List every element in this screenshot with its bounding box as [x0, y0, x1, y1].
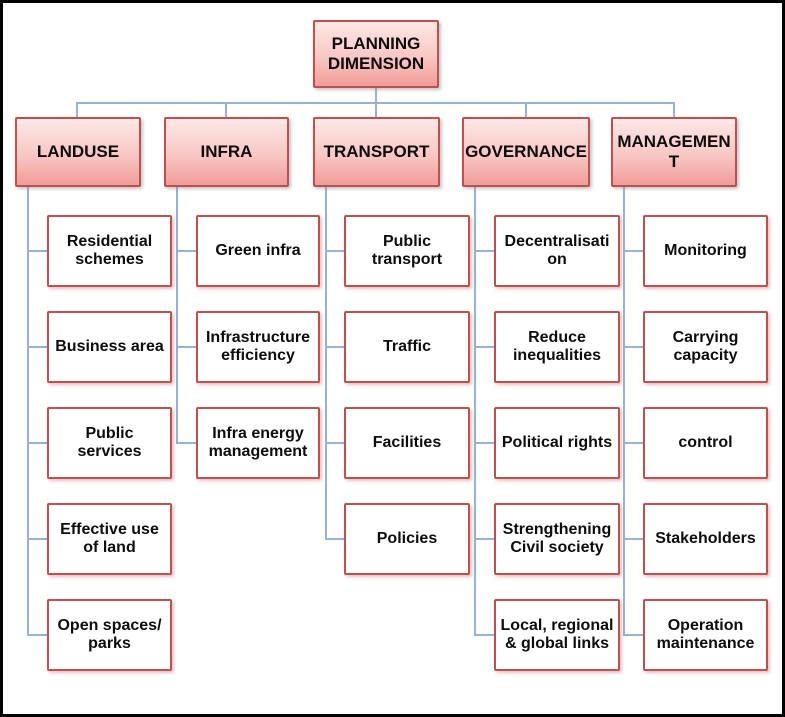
- node-green-infra: Green infra: [196, 215, 320, 287]
- node-infrastructure-efficiency: Infrastructure efficiency: [196, 311, 320, 383]
- node-business-area: Business area: [47, 311, 172, 383]
- connectors-path: [27, 87, 675, 636]
- node-local-regional-global-links: Local, regional & global links: [494, 599, 620, 671]
- node-effective-use-of-land: Effective use of land: [47, 503, 172, 575]
- node-operation-maintenance: Operation maintenance: [643, 599, 768, 671]
- node-monitoring: Monitoring: [643, 215, 768, 287]
- node-infra-energy-management: Infra energy management: [196, 407, 320, 479]
- branch-infra: INFRA: [164, 117, 289, 187]
- node-planning-dimension: PLANNING DIMENSION: [313, 20, 439, 88]
- node-traffic: Traffic: [344, 311, 470, 383]
- branch-governance: GOVERNANCE: [462, 117, 590, 187]
- branch-management: MANAGEMENT: [611, 117, 737, 187]
- node-strengthening-civil-society: Strengthening Civil society: [494, 503, 620, 575]
- node-residential-schemes: Residential schemes: [47, 215, 172, 287]
- node-political-rights: Political rights: [494, 407, 620, 479]
- node-public-services: Public services: [47, 407, 172, 479]
- node-policies: Policies: [344, 503, 470, 575]
- branch-transport: TRANSPORT: [313, 117, 440, 187]
- node-carrying-capacity: Carrying capacity: [643, 311, 768, 383]
- branch-landuse: LANDUSE: [15, 117, 141, 187]
- node-open-spaces-parks: Open spaces/ parks: [47, 599, 172, 671]
- node-reduce-inequalities: Reduce inequalities: [494, 311, 620, 383]
- node-decentralisation: Decentralisation: [494, 215, 620, 287]
- node-stakeholders: Stakeholders: [643, 503, 768, 575]
- node-facilities: Facilities: [344, 407, 470, 479]
- node-public-transport: Public transport: [344, 215, 470, 287]
- node-control: control: [643, 407, 768, 479]
